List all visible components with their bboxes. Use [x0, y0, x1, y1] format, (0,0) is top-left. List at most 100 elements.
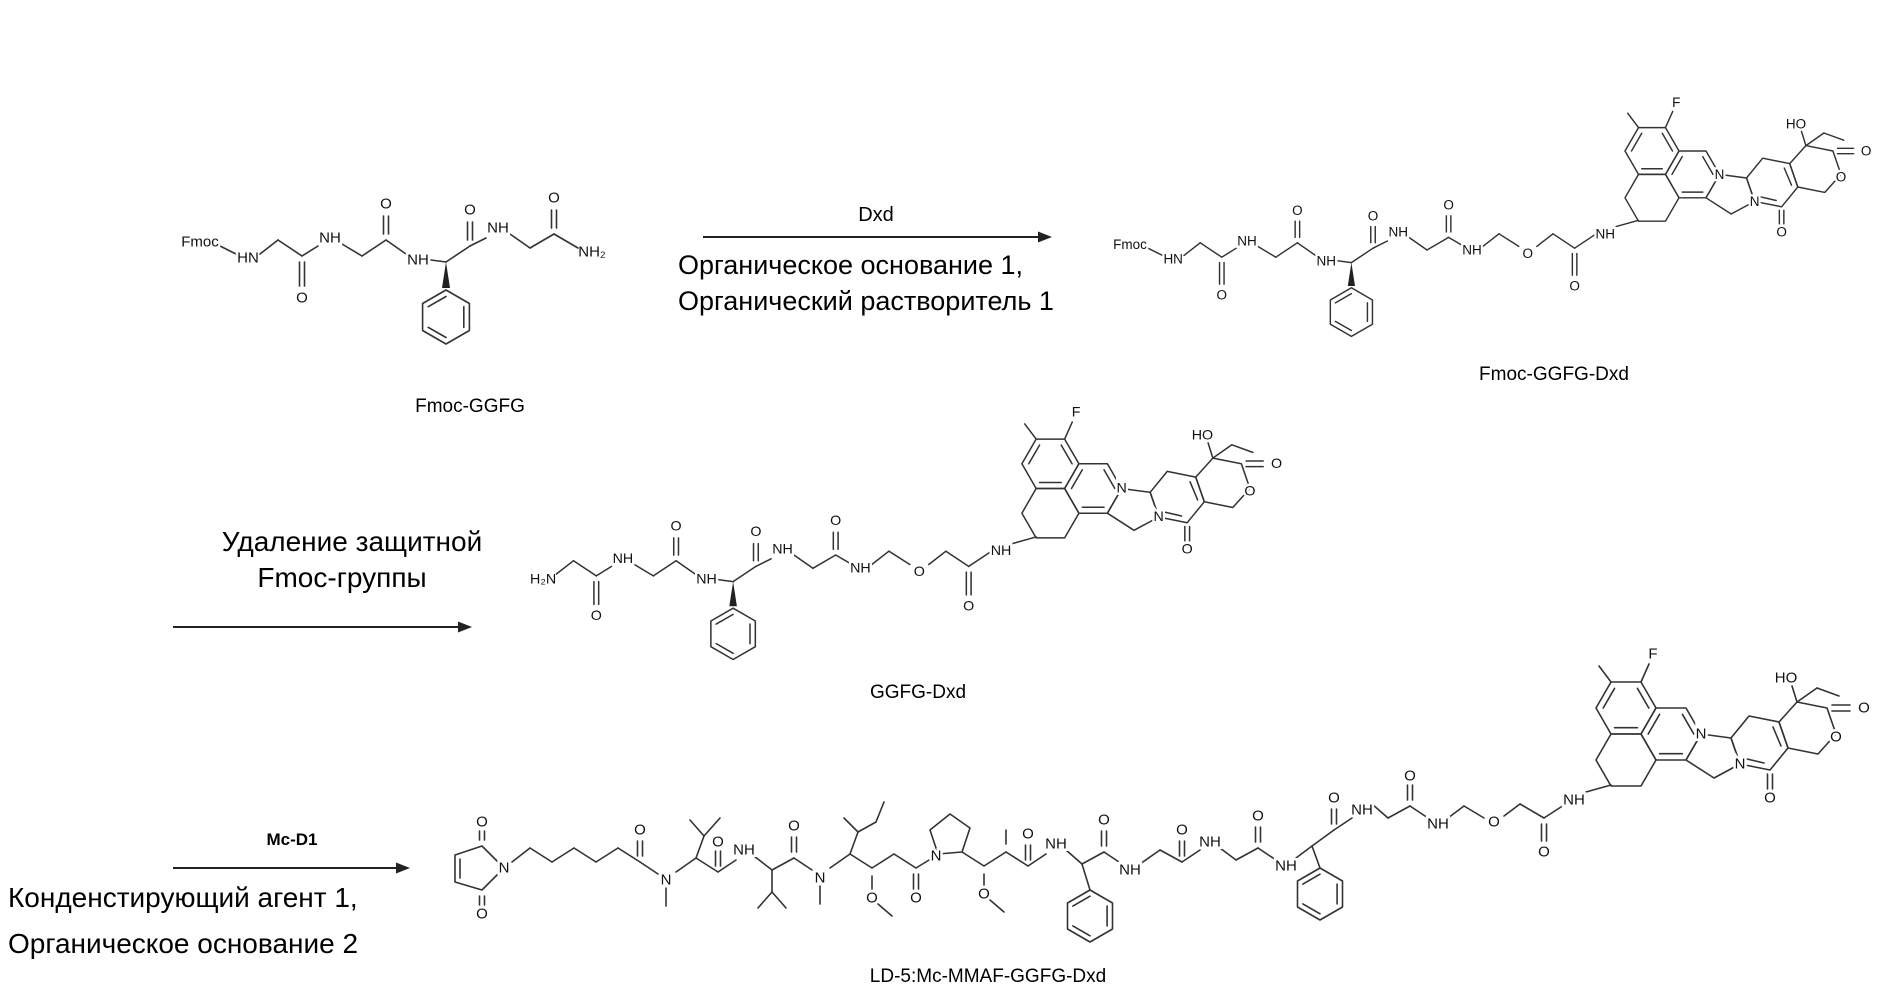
svg-text:O: O [914, 564, 925, 580]
svg-text:O: O [1776, 225, 1787, 240]
svg-text:O: O [476, 814, 488, 831]
reaction-arrowhead-3 [396, 862, 410, 874]
svg-text:O: O [1328, 790, 1340, 807]
svg-text:O: O [1098, 812, 1110, 829]
svg-text:O: O [830, 513, 841, 529]
svg-text:O: O [1176, 822, 1188, 839]
svg-text:O: O [591, 608, 602, 624]
svg-text:NH: NH [1119, 862, 1141, 879]
svg-text:O: O [1244, 483, 1255, 499]
svg-text:O: O [1252, 808, 1264, 825]
svg-text:N: N [1715, 167, 1725, 182]
svg-text:O: O [1368, 208, 1379, 223]
svg-text:NH: NH [696, 572, 717, 588]
svg-text:N: N [931, 848, 942, 865]
svg-text:O: O [634, 822, 646, 839]
svg-text:NH: NH [1237, 234, 1257, 249]
svg-text:NH: NH [1563, 792, 1585, 809]
svg-text:O: O [712, 834, 724, 851]
condition-step3-line1: Конденстирующий агент 1, [8, 882, 358, 913]
svg-text:O: O [1271, 456, 1282, 472]
svg-text:NH: NH [1388, 225, 1408, 240]
svg-text:N: N [1750, 194, 1760, 209]
svg-text:H₂N: H₂N [530, 572, 556, 588]
svg-text:NH₂: NH₂ [578, 244, 606, 261]
svg-text:NH: NH [1595, 226, 1614, 241]
svg-text:O: O [464, 202, 476, 219]
reaction-arrowhead-2 [458, 621, 472, 633]
molecule-label-fmoc-ggfg: Fmoc-GGFG [415, 396, 525, 417]
svg-text:NH: NH [1427, 816, 1449, 833]
condition-step2-line1: Удаление защитной [221, 526, 483, 557]
condition-step3-line2: Органическое основание 2 [8, 928, 359, 959]
svg-text:HO: HO [1786, 117, 1806, 132]
reagent-label-dxd: Dxd [858, 204, 894, 226]
svg-text:O: O [1404, 768, 1416, 785]
svg-text:O: O [1488, 814, 1500, 831]
svg-text:O: O [910, 890, 922, 907]
svg-text:O: O [1569, 279, 1580, 294]
svg-text:NH: NH [991, 543, 1012, 559]
svg-text:O: O [476, 906, 488, 923]
svg-text:HN: HN [1163, 252, 1183, 267]
svg-text:O: O [1538, 844, 1550, 861]
svg-text:NH: NH [1462, 243, 1482, 258]
svg-text:O: O [548, 190, 560, 207]
svg-text:N: N [1117, 481, 1127, 497]
svg-text:N: N [499, 860, 510, 877]
svg-text:O: O [296, 290, 308, 307]
molecule-label-ggfg-dxd: GGFG-Dxd [869, 682, 967, 703]
svg-text:NH: NH [850, 560, 871, 576]
svg-text:HN: HN [237, 250, 259, 267]
svg-text:O: O [1292, 203, 1303, 218]
svg-text:NH: NH [733, 842, 755, 859]
svg-text:NH: NH [1199, 834, 1221, 851]
molecule-label-ld5: LD-5:Mc-MMAF-GGFG-Dxd [869, 966, 1107, 987]
svg-text:NH: NH [1316, 253, 1336, 268]
svg-text:O: O [1443, 198, 1454, 213]
svg-text:F: F [1648, 646, 1657, 663]
condition-step1-line1: Органическое основание 1, [678, 250, 1024, 280]
svg-text:NH: NH [1275, 858, 1297, 875]
svg-text:O: O [978, 886, 990, 903]
svg-text:NH: NH [407, 252, 429, 269]
svg-text:NH: NH [1045, 836, 1067, 853]
svg-text:O: O [1836, 170, 1847, 185]
svg-text:N: N [815, 870, 826, 887]
reagent-label-mcd1: Mc-D1 [266, 830, 318, 849]
svg-text:HO: HO [1192, 427, 1213, 443]
svg-text:N: N [1735, 756, 1746, 773]
svg-text:N: N [1154, 509, 1164, 525]
svg-text:NH: NH [1351, 802, 1373, 819]
svg-text:N: N [661, 872, 672, 889]
svg-text:N: N [1696, 726, 1707, 743]
svg-text:O: O [671, 519, 682, 535]
molecule-label-fmoc-ggfg-dxd: Fmoc-GGFG-Dxd [1479, 364, 1629, 385]
svg-text:O: O [963, 598, 974, 614]
condition-step1-line2: Органический растворитель 1 [678, 286, 1054, 316]
svg-text:O: O [1182, 541, 1193, 557]
svg-text:Fmoc: Fmoc [181, 234, 219, 251]
svg-text:O: O [1858, 700, 1870, 717]
svg-text:HO: HO [1775, 670, 1798, 687]
molecule-ld5: O O N O N O NH O N O O N O O NH O NH O NH O NH O NH O NH O O NH F N N O… [454, 643, 1872, 943]
svg-text:Fmoc: Fmoc [1113, 237, 1147, 252]
svg-text:NH: NH [487, 220, 509, 237]
reaction-arrowhead-1 [1038, 231, 1052, 243]
svg-text:NH: NH [613, 551, 634, 567]
svg-text:F: F [1072, 405, 1081, 421]
svg-text:O: O [1217, 288, 1228, 303]
svg-text:O: O [788, 818, 800, 835]
svg-text:F: F [1672, 95, 1680, 110]
svg-text:O: O [1764, 790, 1776, 807]
condition-step2-line2: Fmoc-группы [257, 562, 427, 593]
svg-text:O: O [866, 890, 878, 907]
svg-text:O: O [1523, 246, 1534, 261]
svg-text:NH: NH [319, 230, 341, 247]
svg-text:O: O [1022, 826, 1034, 843]
svg-text:O: O [380, 196, 392, 213]
